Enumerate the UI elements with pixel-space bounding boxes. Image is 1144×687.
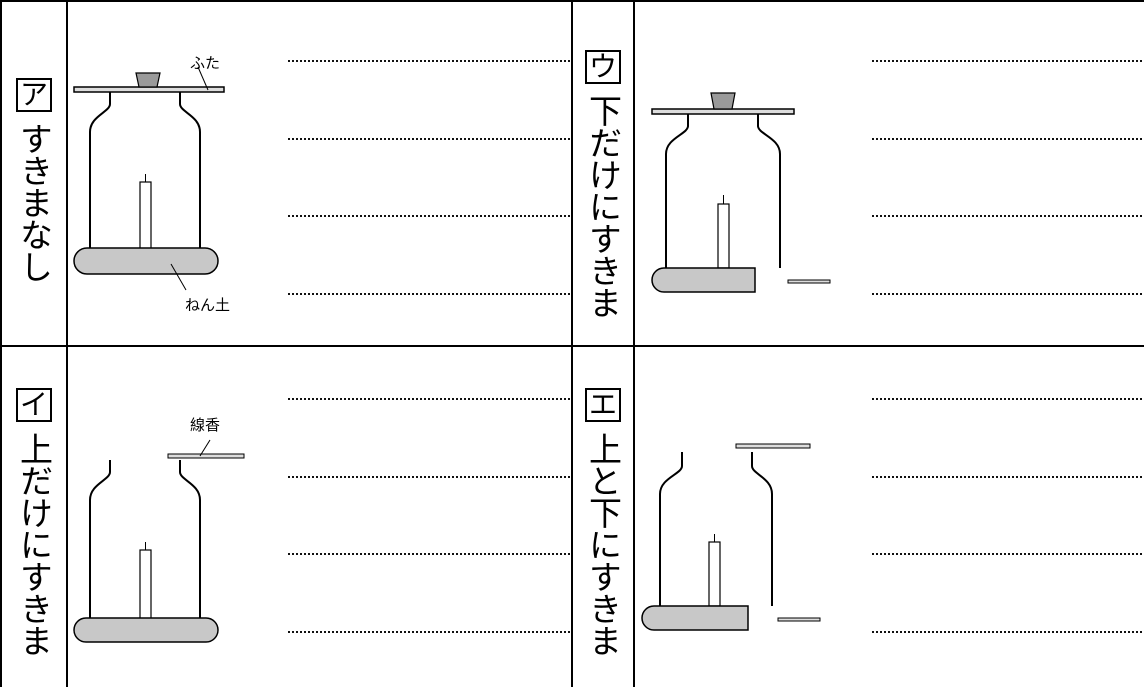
caption-u: 下だけにすきま <box>583 94 623 318</box>
letter-u: ウ <box>585 50 621 84</box>
incense <box>167 453 245 459</box>
letter-e: エ <box>585 388 621 422</box>
caption-a: すきまなし <box>14 122 54 282</box>
cell-e-label: エ 上と下にすきま <box>575 388 631 656</box>
answer-line <box>288 215 570 217</box>
incense <box>777 617 821 622</box>
answer-line <box>288 553 570 555</box>
caption-i: 上だけにすきま <box>14 432 54 656</box>
answer-line <box>288 60 570 62</box>
incense-label: 線香 <box>190 416 221 434</box>
answer-line <box>872 553 1144 555</box>
column-divider-2 <box>571 0 573 687</box>
answer-line <box>872 476 1144 478</box>
bottle <box>665 114 781 268</box>
bottle <box>89 460 201 620</box>
candle <box>708 541 721 607</box>
caption-e: 上と下にすきま <box>583 432 623 656</box>
cell-i-label: イ 上だけにすきま <box>6 388 62 656</box>
lid-label: ふた <box>190 54 221 72</box>
answer-line <box>872 398 1144 400</box>
answer-line <box>872 138 1144 140</box>
stopper <box>135 72 161 88</box>
lid <box>73 86 225 93</box>
clay-base <box>651 267 756 293</box>
clay-base <box>641 605 749 631</box>
jar-e-illustration <box>641 443 821 631</box>
candle <box>139 549 152 621</box>
answer-line <box>288 476 570 478</box>
incense <box>735 443 811 449</box>
incense <box>787 279 831 284</box>
jar-u-illustration <box>651 92 831 293</box>
letter-i: イ <box>16 388 52 422</box>
stopper <box>710 92 736 110</box>
cell-a-label: ア すきまなし <box>6 78 62 282</box>
answer-line <box>872 60 1144 62</box>
answer-line <box>872 631 1144 633</box>
jar-i-illustration <box>73 439 245 643</box>
letter-a: ア <box>16 78 52 112</box>
clay-base <box>73 617 219 643</box>
answer-line <box>872 215 1144 217</box>
answer-line <box>288 293 570 295</box>
answer-line <box>288 138 570 140</box>
candle <box>717 203 730 269</box>
lid <box>651 108 795 115</box>
candle <box>139 181 152 251</box>
clay-label: ねん土 <box>185 296 231 314</box>
column-divider-1 <box>66 0 68 687</box>
jar-a-illustration <box>73 66 225 291</box>
column-divider-3 <box>633 0 635 687</box>
table-left-border <box>0 0 2 687</box>
clay-base <box>73 247 219 275</box>
cell-u-label: ウ 下だけにすきま <box>575 50 631 318</box>
bottle <box>89 92 201 250</box>
answer-line <box>288 398 570 400</box>
bottle <box>659 452 773 606</box>
answer-line <box>872 293 1144 295</box>
answer-line <box>288 631 570 633</box>
